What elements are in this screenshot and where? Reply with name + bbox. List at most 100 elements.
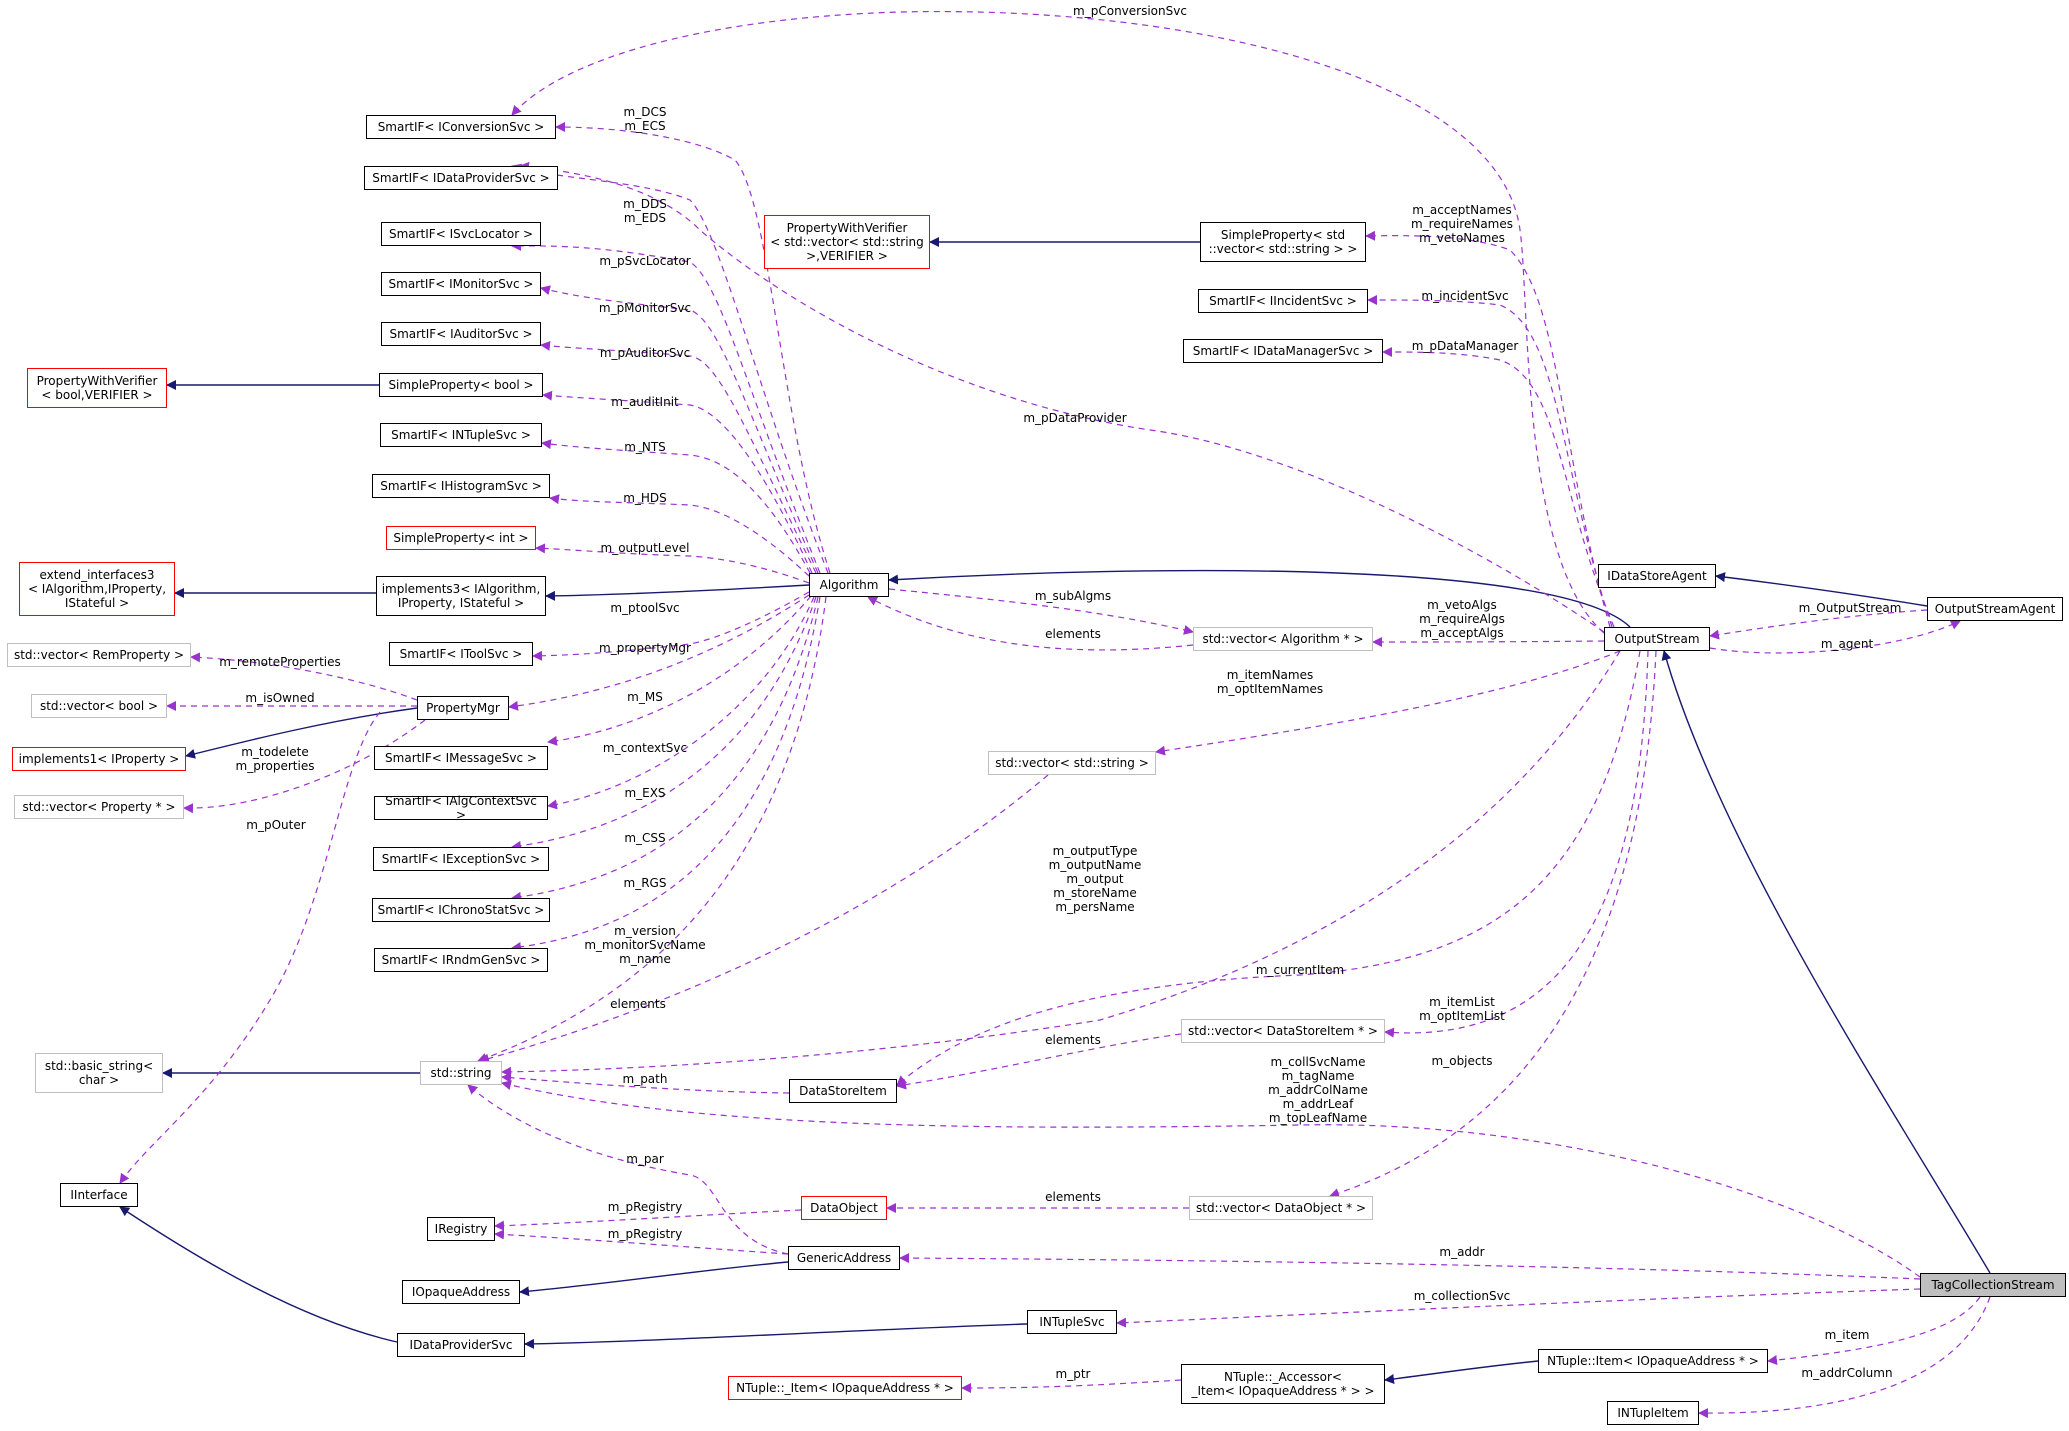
- edge-label-nts: m_NTS: [624, 440, 666, 454]
- usage-mon: [540, 285, 819, 574]
- usage-coll: [501, 1080, 1921, 1278]
- edge-label-mon: m_pMonitorSvc: [599, 301, 691, 315]
- edge-label-addrcol: m_addrColumn: [1801, 1366, 1892, 1380]
- node-vector-dataobject[interactable]: std::vector< DataObject * >: [1189, 1196, 1373, 1220]
- node-simpleproperty-int[interactable]: SimpleProperty< int >: [386, 526, 536, 550]
- usage-subalgms: [888, 588, 1194, 635]
- node-iinterface[interactable]: IInterface: [60, 1183, 138, 1207]
- edge-label-objects: m_objects: [1432, 1054, 1493, 1068]
- node-simpleproperty-bool[interactable]: SimpleProperty< bool >: [379, 373, 543, 397]
- edge-label-path: m_path: [623, 1072, 668, 1086]
- edge-label-outlevel: m_outputLevel: [601, 541, 690, 555]
- node-vector-algorithm[interactable]: std::vector< Algorithm * >: [1193, 627, 1373, 651]
- node-algorithm[interactable]: Algorithm: [809, 573, 889, 597]
- node-vector-remproperty[interactable]: std::vector< RemProperty >: [7, 643, 191, 667]
- usage-vetoalgs: [1372, 636, 1605, 647]
- edge-label-cur-item: m_currentItem: [1256, 963, 1344, 977]
- node-implements1-iproperty[interactable]: implements1< IProperty >: [12, 747, 186, 771]
- usage-ctx: [547, 596, 815, 810]
- usage-datamgr: [1382, 347, 1615, 628]
- usage-dataprov: [519, 161, 1605, 633]
- edge-label-remote: m_remoteProperties: [219, 655, 341, 669]
- edge-label-pouter: m_pOuter: [246, 818, 305, 832]
- node-smartif-intuplesvc[interactable]: SmartIF< INTupleSvc >: [380, 423, 542, 447]
- node-ntuple-item[interactable]: NTuple::Item< IOpaqueAddress * >: [1538, 1349, 1768, 1373]
- node-smartif-iincidentsvc[interactable]: SmartIF< IIncidentSvc >: [1198, 289, 1368, 313]
- usage-ptool: [532, 591, 810, 661]
- node-smartif-imonitorsvc[interactable]: SmartIF< IMonitorSvc >: [381, 272, 541, 296]
- edge-label-ptr: m_ptr: [1056, 1367, 1091, 1381]
- usage-addr: [899, 1253, 1921, 1280]
- usage-remote: [190, 652, 418, 701]
- node-simpleproperty-vector-string[interactable]: SimpleProperty< std ::vector< std::strin…: [1200, 222, 1366, 262]
- node-iopaqueaddress[interactable]: IOpaqueAddress: [402, 1280, 520, 1304]
- usage-ptr: [961, 1379, 1182, 1393]
- usage-preg2: [494, 1229, 789, 1255]
- node-smartif-idataprovidersvc[interactable]: SmartIF< IDataProviderSvc >: [364, 166, 558, 190]
- edge-label-propmgr: m_propertyMgr: [599, 641, 691, 655]
- node-smartif-isvclocator[interactable]: SmartIF< ISvcLocator >: [381, 222, 541, 246]
- node-smartif-imessagesvc[interactable]: SmartIF< IMessageSvc >: [374, 746, 548, 770]
- inherit-intuplesvc-idps: [524, 1323, 1028, 1349]
- node-idatastoreagent[interactable]: IDataStoreAgent: [1598, 564, 1716, 588]
- node-smartif-idatamanagersvc[interactable]: SmartIF< IDataManagerSvc >: [1183, 339, 1383, 363]
- usage-addrcol: [1698, 1296, 1991, 1419]
- node-vector-datastoreitem[interactable]: std::vector< DataStoreItem * >: [1181, 1019, 1385, 1043]
- inherit-idps-iinterface: [119, 1206, 398, 1343]
- inherit-ntitem-accessor: [1384, 1360, 1539, 1384]
- node-dataobject[interactable]: DataObject: [801, 1196, 887, 1220]
- node-vector-property[interactable]: std::vector< Property * >: [14, 795, 184, 819]
- node-idataprovidersvc[interactable]: IDataProviderSvc: [397, 1333, 525, 1357]
- node-basic-string[interactable]: std::basic_string< char >: [35, 1053, 163, 1093]
- node-std-string[interactable]: std::string: [420, 1061, 502, 1085]
- node-smartif-iconversionsvc[interactable]: SmartIF< IConversionSvc >: [366, 115, 556, 139]
- node-smartif-ialgcontextsvc[interactable]: SmartIF< IAlgContextSvc >: [374, 794, 548, 822]
- node-smartif-irndmgensvc[interactable]: SmartIF< IRndmGenSvc >: [374, 948, 548, 972]
- node-outputstream[interactable]: OutputStream: [1604, 627, 1710, 651]
- usage-dcs: [555, 122, 831, 574]
- usage-objects: [1329, 650, 1657, 1198]
- inherit-osagent-idsa: [1715, 572, 1928, 607]
- node-intuplesvc[interactable]: INTupleSvc: [1027, 1310, 1117, 1334]
- node-tagcollectionstream[interactable]: TagCollectionStream: [1920, 1273, 2066, 1297]
- edge-label-os-out: m_OutputStream: [1799, 601, 1902, 615]
- node-smartif-iauditorsvc[interactable]: SmartIF< IAuditorSvc >: [381, 322, 541, 346]
- node-ntuple-item-internal[interactable]: NTuple::_Item< IOpaqueAddress * >: [728, 1376, 962, 1400]
- node-smartif-iexceptionsvc[interactable]: SmartIF< IExceptionSvc >: [373, 847, 549, 871]
- edge-label-collsvc: m_collectionSvc: [1414, 1289, 1511, 1303]
- edge-label-subalgms: m_subAlgms: [1035, 589, 1111, 603]
- node-intupleitem[interactable]: INTupleItem: [1607, 1401, 1699, 1425]
- usage-propmgr: [508, 594, 810, 711]
- node-genericaddress[interactable]: GenericAddress: [788, 1246, 900, 1270]
- edge-label-datamgr: m_pDataManager: [1412, 339, 1519, 353]
- node-datastoreitem[interactable]: DataStoreItem: [789, 1079, 897, 1103]
- node-smartif-ichronostatsvc[interactable]: SmartIF< IChronoStatSvc >: [372, 898, 550, 922]
- edge-label-exs: m_EXS: [624, 786, 665, 800]
- usage-collsvc: [1116, 1288, 1921, 1328]
- node-extend-interfaces3[interactable]: extend_interfaces3 < IAlgorithm,IPropert…: [19, 562, 175, 616]
- usage-itemnames: [1155, 650, 1621, 756]
- node-propertywithverifier-vector[interactable]: PropertyWithVerifier < std::vector< std:…: [764, 215, 930, 269]
- usage-outtype: [501, 650, 1621, 1077]
- node-ntuple-accessor[interactable]: NTuple::_Accessor< _Item< IOpaqueAddress…: [1181, 1364, 1385, 1404]
- node-vector-bool[interactable]: std::vector< bool >: [31, 694, 167, 718]
- node-smartif-ihistogramsvc[interactable]: SmartIF< IHistogramSvc >: [372, 474, 550, 498]
- usage-rgs: [511, 596, 821, 952]
- node-propertymgr[interactable]: PropertyMgr: [417, 696, 509, 720]
- node-propertywithverifier-bool[interactable]: PropertyWithVerifier < bool,VERIFIER >: [27, 368, 167, 408]
- inherit-tagcoll-outstream: [1661, 650, 1991, 1274]
- node-outputstreamagent[interactable]: OutputStreamAgent: [1927, 597, 2063, 621]
- node-iregistry[interactable]: IRegistry: [427, 1217, 495, 1241]
- node-implements3[interactable]: implements3< IAlgorithm, IProperty, ISta…: [376, 576, 546, 616]
- node-vector-string[interactable]: std::vector< std::string >: [988, 751, 1156, 775]
- node-smartif-itoolsvc[interactable]: SmartIF< IToolSvc >: [389, 642, 533, 666]
- usage-curitem: [896, 650, 1641, 1086]
- usage-pouter: [119, 711, 381, 1184]
